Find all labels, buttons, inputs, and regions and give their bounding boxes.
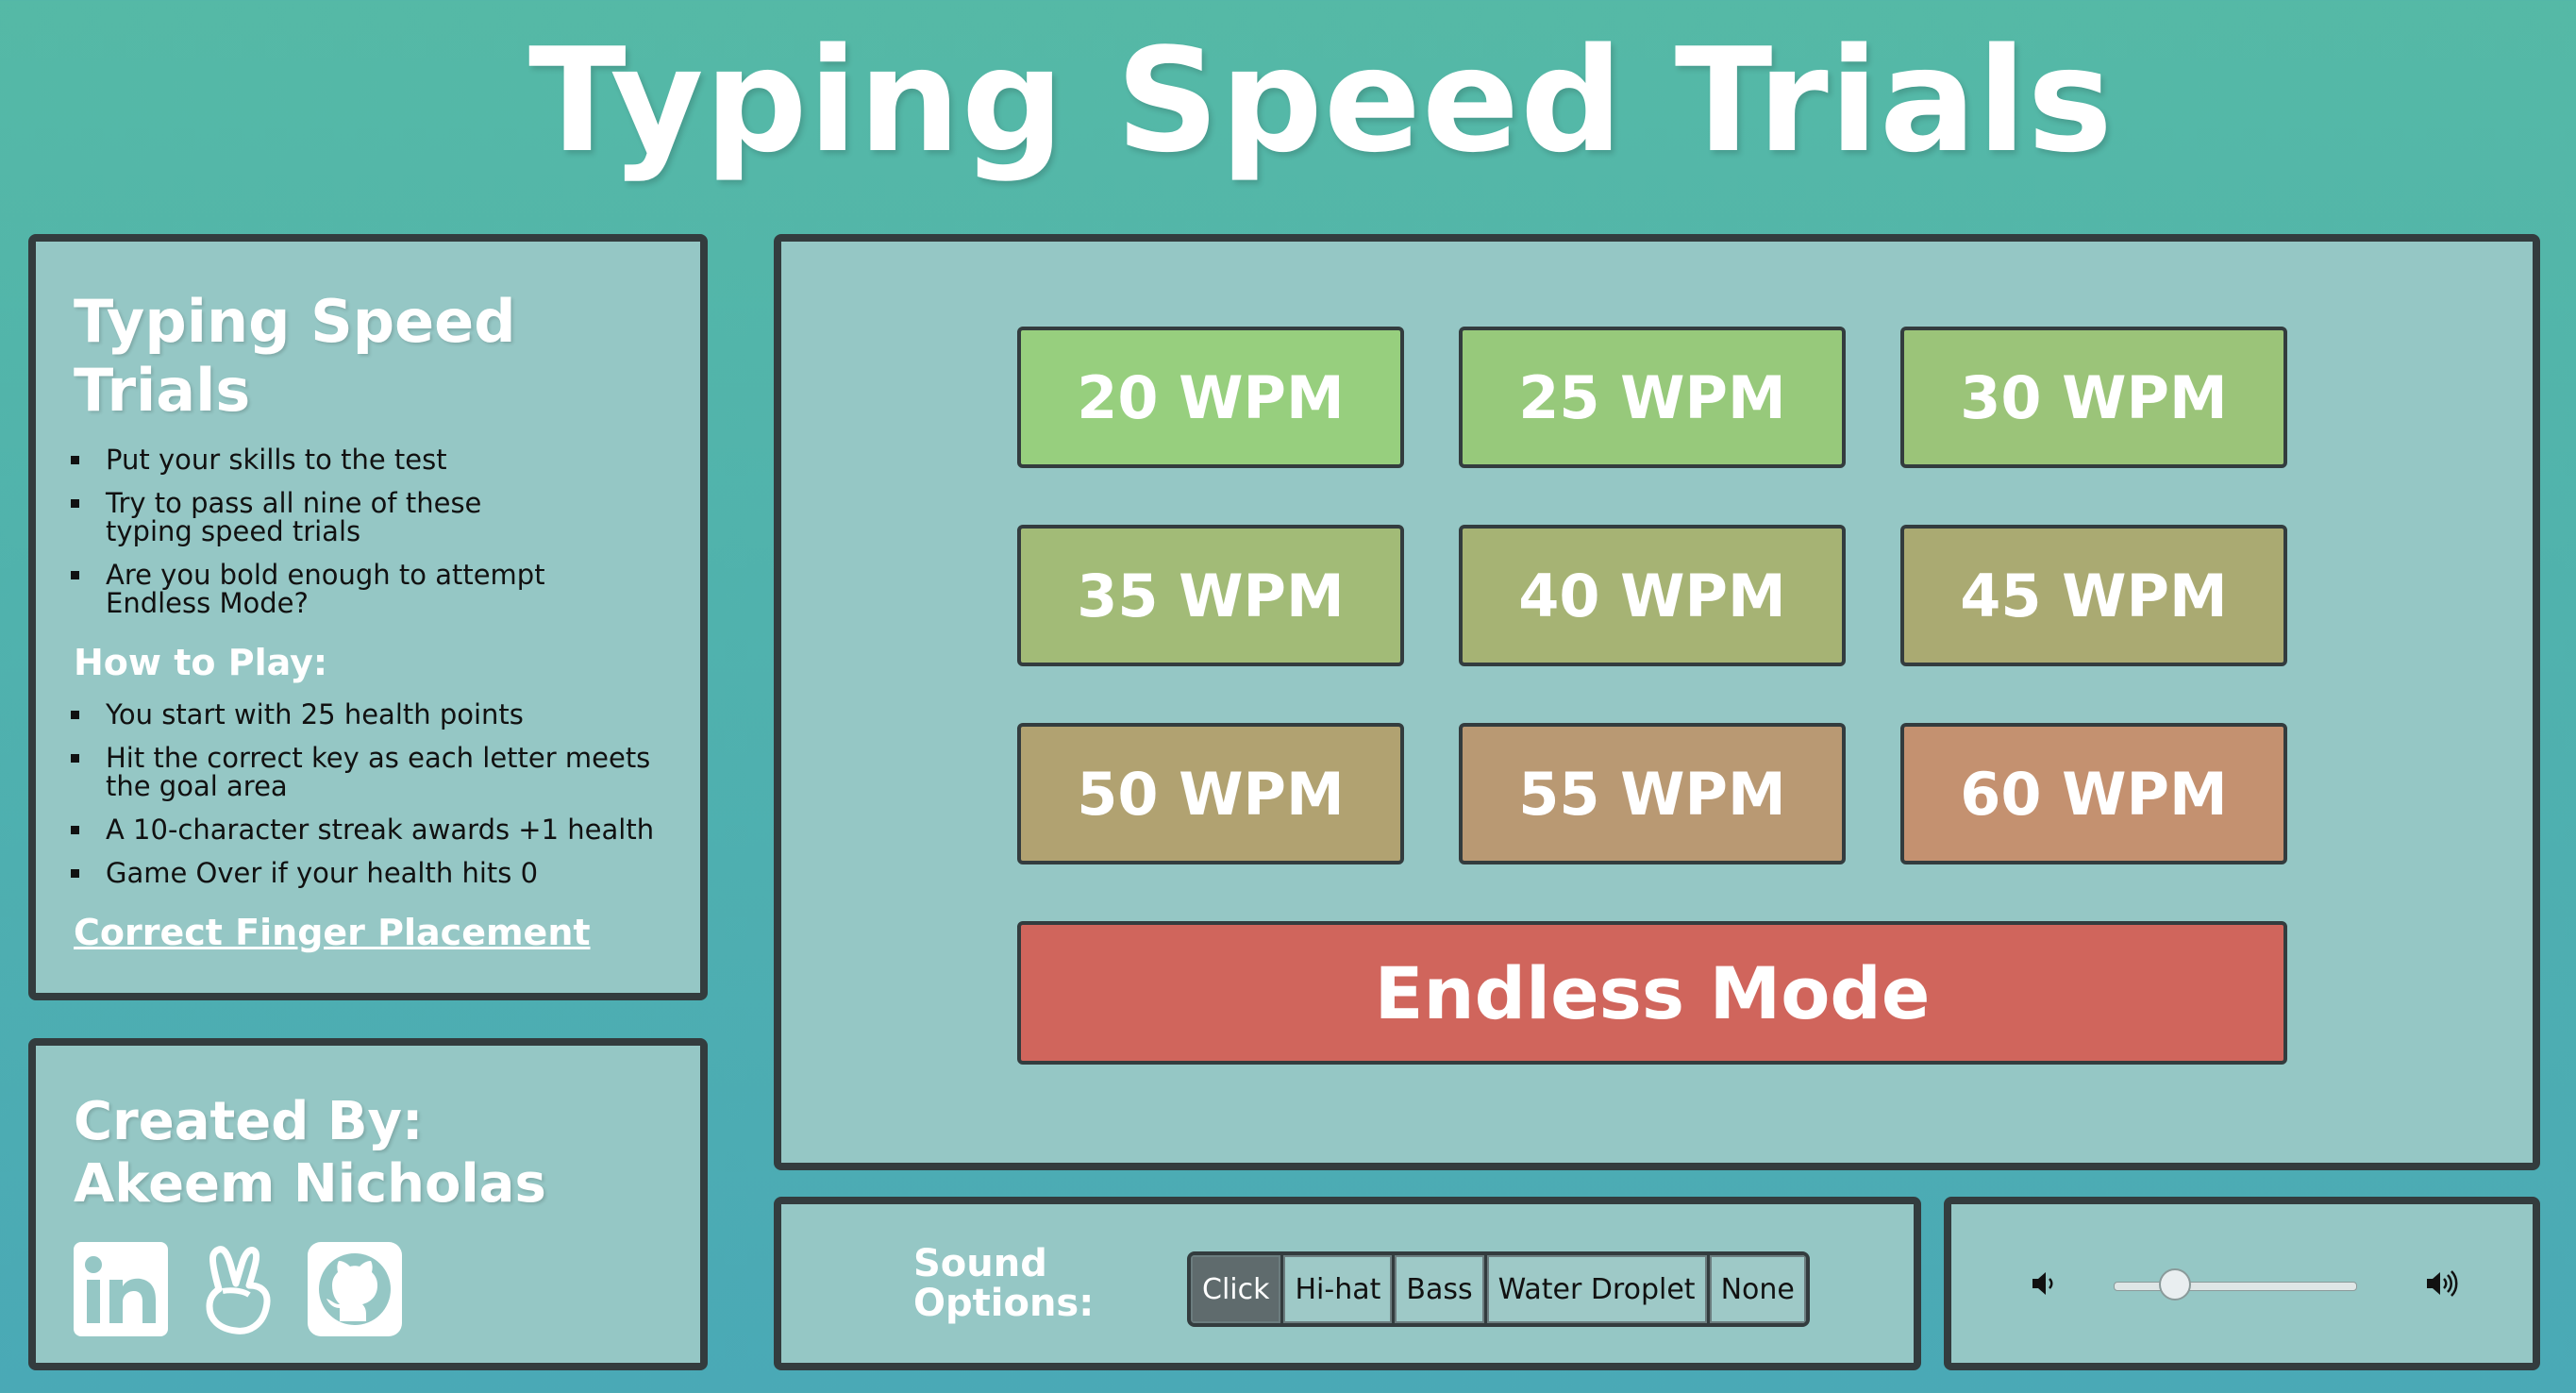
github-icon[interactable] bbox=[308, 1242, 402, 1336]
level-button-25[interactable]: 25 WPM bbox=[1459, 327, 1846, 468]
list-item: A 10-character streak awards +1 health bbox=[94, 815, 662, 844]
level-button-45[interactable]: 45 WPM bbox=[1900, 525, 2287, 666]
how-to-play-heading: How to Play: bbox=[74, 642, 328, 683]
page-title: Typing Speed Trials bbox=[528, 17, 2114, 184]
info-panel: Typing Speed Trials Put your skills to t… bbox=[28, 234, 708, 1000]
volume-slider-thumb[interactable] bbox=[2158, 1268, 2191, 1301]
sound-options-label-text: Sound Options: bbox=[913, 1242, 1095, 1325]
finger-placement-link[interactable]: Correct Finger Placement bbox=[74, 912, 591, 953]
list-item: You start with 25 health points bbox=[94, 700, 662, 729]
level-button-50[interactable]: 50 WPM bbox=[1017, 723, 1404, 864]
list-item: Try to pass all nine of these typing spe… bbox=[94, 489, 540, 545]
sound-option-none[interactable]: None bbox=[1709, 1255, 1806, 1323]
list-item: Hit the correct key as each letter meets… bbox=[94, 744, 672, 800]
credits-panel: Created By: Akeem Nicholas bbox=[28, 1038, 708, 1370]
level-button-35[interactable]: 35 WPM bbox=[1017, 525, 1404, 666]
level-select-panel: 20 WPM 25 WPM 30 WPM 35 WPM 40 WPM 45 WP… bbox=[774, 234, 2540, 1170]
volume-panel bbox=[1944, 1197, 2540, 1370]
info-title: Typing Speed Trials bbox=[74, 287, 516, 425]
level-button-40[interactable]: 40 WPM bbox=[1459, 525, 1846, 666]
sound-options-label: Sound Options: bbox=[913, 1244, 1102, 1323]
volume-high-icon bbox=[2427, 1270, 2458, 1297]
linkedin-icon[interactable] bbox=[74, 1242, 168, 1336]
angellist-icon[interactable] bbox=[191, 1242, 285, 1336]
created-by-label: Created By: bbox=[74, 1091, 424, 1152]
level-button-60[interactable]: 60 WPM bbox=[1900, 723, 2287, 864]
sound-option-group: Click Hi-hat Bass Water Droplet None bbox=[1187, 1251, 1810, 1327]
list-item: Are you bold enough to attempt Endless M… bbox=[94, 561, 596, 617]
volume-slider-track[interactable] bbox=[2114, 1282, 2357, 1291]
sound-option-bass[interactable]: Bass bbox=[1395, 1255, 1484, 1323]
level-button-20[interactable]: 20 WPM bbox=[1017, 327, 1404, 468]
sound-option-hihat[interactable]: Hi-hat bbox=[1283, 1255, 1393, 1323]
list-item: Game Over if your health hits 0 bbox=[94, 859, 662, 887]
intro-list: Put your skills to the test Try to pass … bbox=[74, 445, 662, 617]
level-button-30[interactable]: 30 WPM bbox=[1900, 327, 2287, 468]
sound-option-water-droplet[interactable]: Water Droplet bbox=[1486, 1255, 1707, 1323]
social-links bbox=[74, 1242, 662, 1336]
level-button-55[interactable]: 55 WPM bbox=[1459, 723, 1846, 864]
volume-low-icon bbox=[2032, 1272, 2053, 1295]
author-name: Akeem Nicholas bbox=[74, 1153, 546, 1215]
how-to-list: You start with 25 health points Hit the … bbox=[74, 700, 662, 887]
sound-option-click[interactable]: Click bbox=[1191, 1255, 1281, 1323]
list-item: Put your skills to the test bbox=[94, 445, 662, 474]
sound-options-panel: Sound Options: Click Hi-hat Bass Water D… bbox=[774, 1197, 1921, 1370]
endless-mode-button[interactable]: Endless Mode bbox=[1017, 921, 2287, 1065]
